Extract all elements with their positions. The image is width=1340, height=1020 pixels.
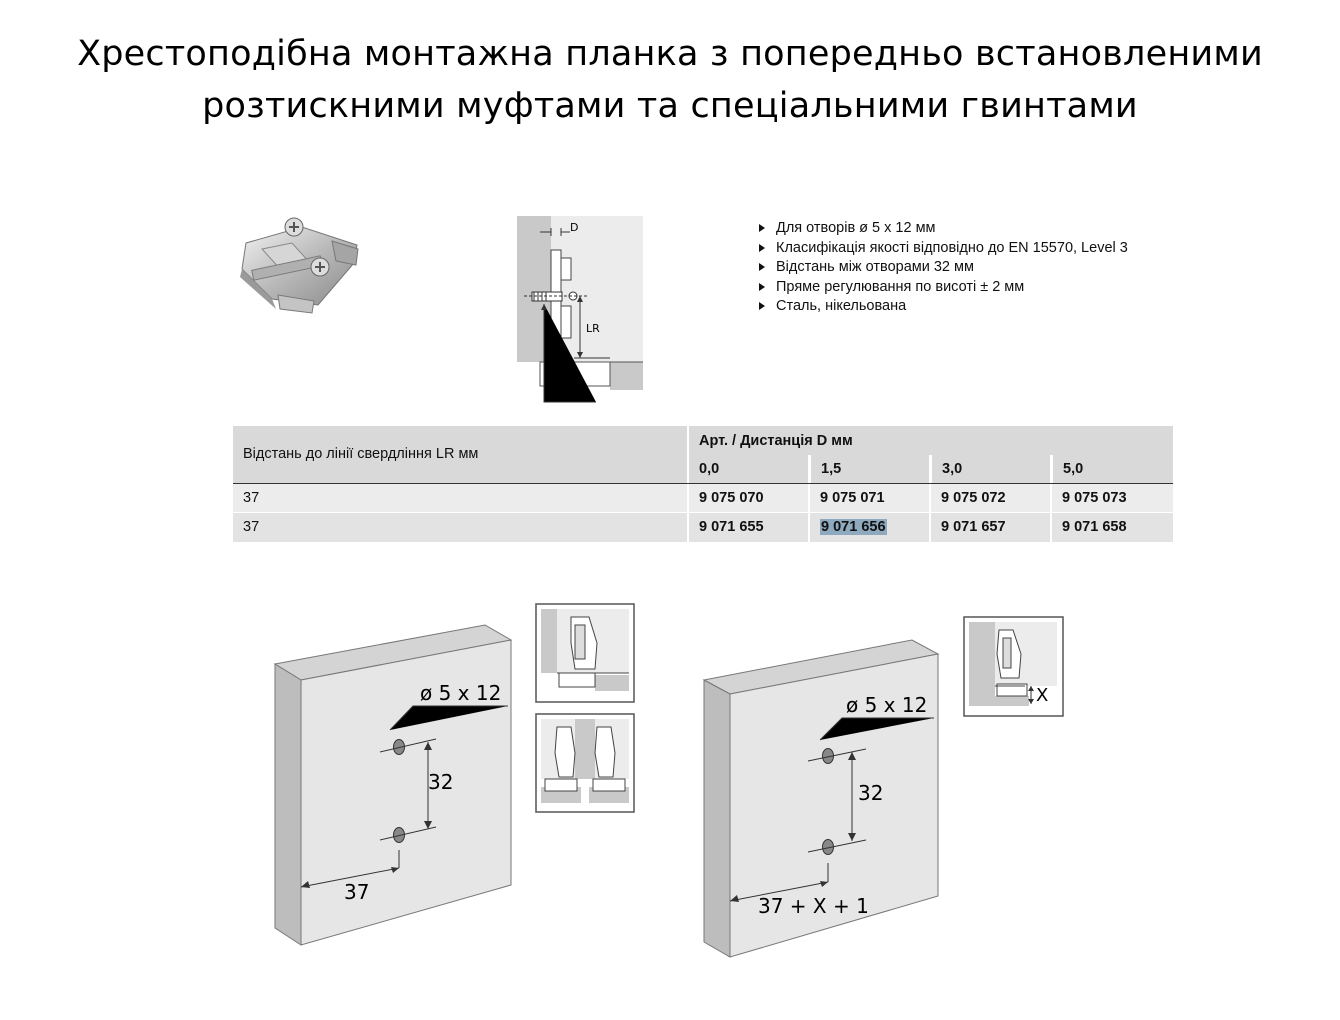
- hole-spacing-label: 32: [428, 770, 453, 794]
- article-number-highlighted: 9 071 656: [810, 513, 929, 542]
- lr-value: 37: [233, 513, 687, 542]
- column-header: 1,5: [810, 455, 929, 483]
- title-line-2: розтискними муфтами та спеціальними гвин…: [202, 86, 1138, 126]
- page-title: Хрестоподібна монтажна планка з попередн…: [0, 28, 1340, 132]
- overlay-hinge-inset: [535, 603, 635, 703]
- offset-label: 37: [344, 880, 369, 904]
- lr-label: LR: [586, 322, 600, 335]
- feature-item: Класифікація якості відповідно до EN 155…: [758, 239, 1128, 259]
- feature-list: Для отворів ø 5 x 12 мм Класифікація яко…: [758, 219, 1128, 317]
- feature-item: Для отворів ø 5 x 12 мм: [758, 219, 1128, 239]
- title-line-1: Хрестоподібна монтажна планка з попередн…: [77, 34, 1263, 74]
- hole-label: ø 5 x 12: [546, 391, 591, 404]
- article-number: 9 075 073: [1052, 484, 1173, 512]
- offset-label: 37 + X + 1: [758, 894, 869, 918]
- hole-diameter-label: ø 5 x 12: [420, 681, 501, 705]
- article-number: 9 075 072: [931, 484, 1050, 512]
- column-header: 0,0: [689, 455, 808, 483]
- lr-value: 37: [233, 484, 687, 512]
- drilling-diagram-right: ø 5 x 12 32 37 + X + 1: [702, 639, 940, 958]
- article-number: 9 071 658: [1052, 513, 1173, 542]
- mounting-plate-product-image: [240, 217, 359, 314]
- d-label: D: [570, 221, 578, 234]
- column-header: 3,0: [931, 455, 1050, 483]
- hole-spacing-label: 32: [858, 781, 883, 805]
- article-number: 9 071 657: [931, 513, 1050, 542]
- drilling-diagram-left: ø 5 x 12 32 37: [273, 624, 513, 946]
- article-table: Відстань до лінії свердління LR мм Арт. …: [233, 426, 1173, 542]
- feature-item: Відстань між отворами 32 мм: [758, 258, 1128, 278]
- row-header: Відстань до лінії свердління LR мм: [233, 426, 687, 483]
- hinge-section-diagram: D LR ø 5 x 12: [517, 216, 643, 404]
- article-number: 9 075 070: [689, 484, 808, 512]
- hole-diameter-label: ø 5 x 12: [846, 693, 927, 717]
- half-overlay-hinge-inset: [535, 713, 635, 813]
- inset-hinge-x-inset: X: [963, 616, 1064, 717]
- feature-item: Сталь, нікельована: [758, 297, 1128, 317]
- x-label: X: [1036, 685, 1048, 706]
- article-number: 9 075 071: [810, 484, 929, 512]
- group-header: Арт. / Дистанція D мм: [689, 426, 1173, 455]
- feature-item: Пряме регулювання по висоті ± 2 мм: [758, 278, 1128, 298]
- selected-article: 9 071 656: [820, 519, 887, 535]
- article-number: 9 071 655: [689, 513, 808, 542]
- column-header: 5,0: [1052, 455, 1173, 483]
